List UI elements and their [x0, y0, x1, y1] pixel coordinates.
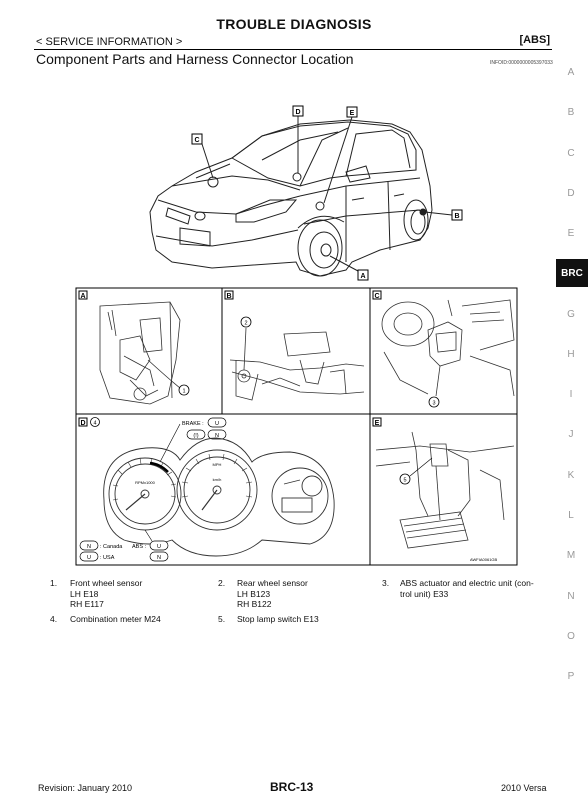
component-2-rh: RH B122 [237, 599, 272, 609]
svg-text:A: A [80, 293, 85, 300]
index-tab-brc-active[interactable]: BRC [556, 259, 588, 287]
usa-label: : USA [100, 555, 115, 561]
component-3: ABS actuator and electric unit (con- tro… [400, 578, 534, 599]
callout-b: B [454, 213, 459, 220]
panel-grid [75, 287, 518, 566]
panel-d: D 4 BRAKE : U (!) N [78, 417, 335, 562]
footer-model: 2010 Versa [501, 783, 547, 793]
footer-revision: Revision: January 2010 [38, 783, 133, 793]
index-tab-p[interactable]: P [567, 671, 575, 682]
footer-page-number: BRC-13 [270, 780, 314, 794]
component-5-num: 5. [218, 614, 226, 624]
component-5-name: Stop lamp switch E13 [237, 614, 319, 624]
index-tab-i[interactable]: I [569, 389, 573, 400]
svg-text:U: U [157, 544, 161, 550]
header-rule [34, 49, 552, 50]
svg-text:(!): (!) [193, 433, 198, 439]
callout-b-box [451, 209, 463, 221]
svg-text:B: B [226, 293, 231, 300]
car-callouts: C D E B A [191, 105, 463, 281]
component-1-num: 1. [50, 578, 58, 588]
svg-text:E: E [375, 420, 380, 427]
index-tab-n[interactable]: N [567, 591, 575, 602]
component-2-name: Rear wheel sensor [237, 578, 308, 588]
panel-a: A 1 [78, 290, 190, 405]
svg-text:4: 4 [93, 421, 96, 427]
abs-label: ABS : [132, 544, 147, 550]
callout-e-box [346, 106, 358, 118]
doc-id: INFOID:0000000005397033 [490, 60, 553, 66]
svg-text:D: D [80, 420, 85, 427]
component-3-num: 3. [382, 578, 390, 588]
index-tab-j[interactable]: J [568, 429, 574, 440]
panel-b: B 2 [224, 290, 365, 401]
component-4-num: 4. [50, 614, 58, 624]
section-info: < SERVICE INFORMATION > [36, 36, 183, 48]
index-tab-d[interactable]: D [567, 188, 575, 199]
svg-text:U: U [215, 421, 219, 427]
component-3-line2: trol unit) E33 [400, 588, 449, 599]
callout-d-box [292, 105, 304, 117]
svg-text:N: N [215, 433, 219, 439]
svg-text:N: N [157, 555, 161, 561]
index-tab-g[interactable]: G [567, 309, 575, 320]
callout-a-box [357, 269, 369, 281]
tach-label: RPMx1000 [135, 480, 156, 485]
speedo-mph-label: MPH [213, 462, 222, 467]
index-tab-b[interactable]: B [567, 107, 575, 118]
panel-c: C 3 [372, 290, 515, 408]
component-1-name: Front wheel sensor [70, 578, 143, 588]
svg-text:3: 3 [432, 401, 435, 407]
index-tab-m[interactable]: M [566, 550, 576, 561]
svg-text:1: 1 [182, 389, 185, 395]
component-2-lh: LH B123 [237, 588, 271, 599]
callout-c-box [191, 133, 203, 145]
svg-text:5: 5 [403, 478, 406, 484]
index-tab-c[interactable]: C [567, 148, 575, 159]
index-tab-k[interactable]: K [567, 470, 575, 481]
component-2: Rear wheel sensor LH B123 RH B122 [237, 578, 308, 610]
component-1: Front wheel sensor LH E18 RH E117 [70, 578, 142, 610]
callout-e: E [350, 110, 355, 117]
fig-code: AWFIA0061GB [470, 557, 498, 562]
index-tab-o[interactable]: O [567, 631, 575, 642]
component-1-lh: LH E18 [70, 588, 99, 599]
component-3-line1: ABS actuator and electric unit (con- [400, 578, 534, 588]
brake-label: BRAKE : [182, 421, 204, 427]
subheading: Component Parts and Harness Connector Lo… [36, 51, 354, 67]
car-illustration [149, 116, 453, 277]
section-tag: [ABS] [519, 34, 550, 46]
component-4-name: Combination meter M24 [70, 614, 161, 624]
svg-text:C: C [374, 293, 379, 300]
panel-e: E 5 AWFIA0061GB [372, 417, 515, 562]
index-tab-l[interactable]: L [568, 510, 574, 521]
index-tab-a[interactable]: A [567, 67, 575, 78]
index-tab-h[interactable]: H [567, 349, 575, 360]
svg-text:U: U [87, 555, 91, 561]
index-tab-e[interactable]: E [567, 228, 575, 239]
callout-c: C [194, 137, 199, 144]
callout-a: A [360, 273, 365, 280]
svg-text:N: N [87, 544, 91, 550]
canada-label: : Canada [100, 544, 123, 550]
component-1-rh: RH E117 [70, 599, 104, 609]
component-2-num: 2. [218, 578, 226, 588]
speedo-kmh-label: km/h [213, 477, 222, 482]
callout-d: D [295, 109, 300, 116]
page-title: TROUBLE DIAGNOSIS [216, 16, 372, 32]
svg-text:2: 2 [244, 321, 247, 327]
